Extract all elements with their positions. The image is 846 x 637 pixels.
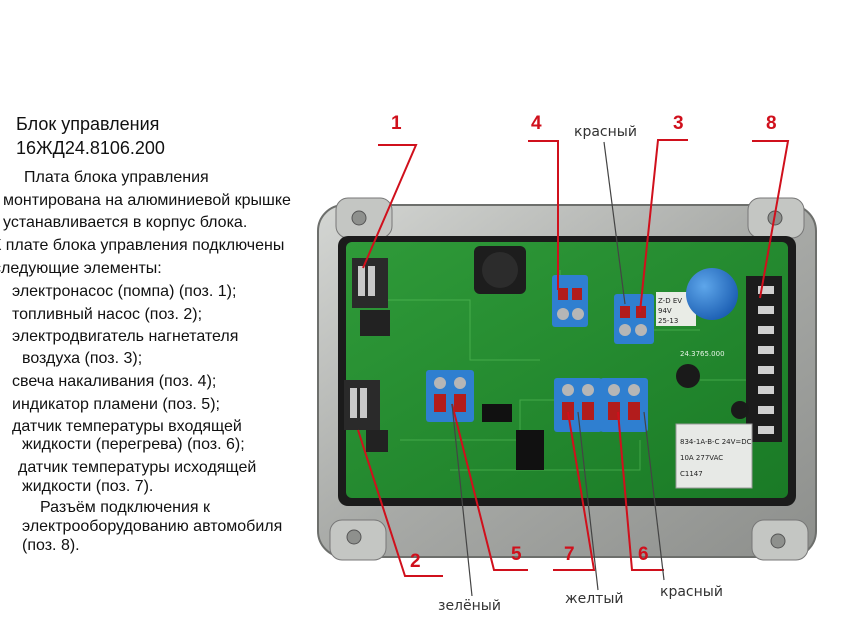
list-item-pos3-cont: воздуха (поз. 3);: [22, 350, 143, 367]
description-line: следующие элементы:: [0, 260, 162, 277]
diagram-title-line1: Блок управления: [16, 114, 160, 134]
wire-label-green: зелёный: [438, 598, 501, 614]
wire-label-red-top: красный: [574, 124, 637, 140]
diagram-title-line2: 16ЖД24.8106.200: [16, 138, 165, 158]
callout-5: 5: [511, 544, 522, 565]
callout-2: 2: [410, 551, 421, 572]
description-line: Плата блока управления: [24, 169, 209, 186]
callout-4: 4: [531, 113, 542, 134]
terminal-pos5: [426, 370, 474, 422]
relay-rating-text: 10A 277VAC: [680, 454, 723, 462]
list-item-pos4: свеча накаливания (поз. 4);: [12, 373, 217, 390]
part-code-text: 24.3765.000: [680, 350, 725, 358]
callout-6: 6: [638, 544, 649, 565]
zd-label-text: Z-D EV: [658, 297, 682, 305]
list-item-pos5: индикатор пламени (поз. 5);: [12, 396, 220, 413]
description-line: монтирована на алюминиевой крышке: [3, 192, 291, 209]
terminal-pos3: [614, 294, 654, 344]
callout-leaders: [357, 139, 790, 577]
wire-label-yellow: желтый: [565, 591, 624, 607]
wire-label-red-bottom: красный: [660, 584, 723, 600]
connector-pos8: [746, 276, 782, 442]
list-item-pos3: электродвигатель нагнетателя: [12, 328, 239, 345]
callout-7: 7: [564, 544, 575, 565]
ic-chip: [516, 430, 544, 470]
callout-3: 3: [673, 113, 684, 134]
callout-8: 8: [766, 113, 777, 134]
relay-model-text: 834-1A-B-C 24V=DC: [680, 438, 752, 446]
list-item-pos1: электронасос (помпа) (поз. 1);: [12, 283, 237, 300]
terminal-pos7: [554, 378, 602, 432]
terminal-pos6: [600, 378, 648, 432]
relay-code-text: C1147: [680, 470, 703, 478]
callout-1: 1: [391, 113, 402, 134]
description-line: устанавливается в корпус блока.: [3, 214, 248, 231]
list-item-pos6: датчик температуры входящей: [12, 418, 242, 435]
list-item-pos8: Разъём подключения к: [40, 499, 211, 516]
rating-text: 94V: [658, 307, 672, 315]
list-item-pos8-cont: электрооборудованию автомобиля: [22, 518, 283, 535]
capacitor: [686, 268, 738, 320]
list-item-pos7-cont: жидкости (поз. 7).: [22, 478, 154, 495]
relay: [675, 423, 753, 489]
list-item-pos6-cont: жидкости (перегрева) (поз. 6);: [22, 436, 245, 453]
list-item-pos8-end: (поз. 8).: [22, 537, 80, 554]
list-item-pos2: топливный насос (поз. 2);: [12, 306, 203, 323]
description-line: К плате блока управления подключены: [0, 237, 285, 254]
list-item-pos7: датчик температуры исходящей: [18, 459, 257, 476]
cap-code-text: 25-13: [658, 317, 678, 325]
wire-leaders: [451, 141, 665, 597]
